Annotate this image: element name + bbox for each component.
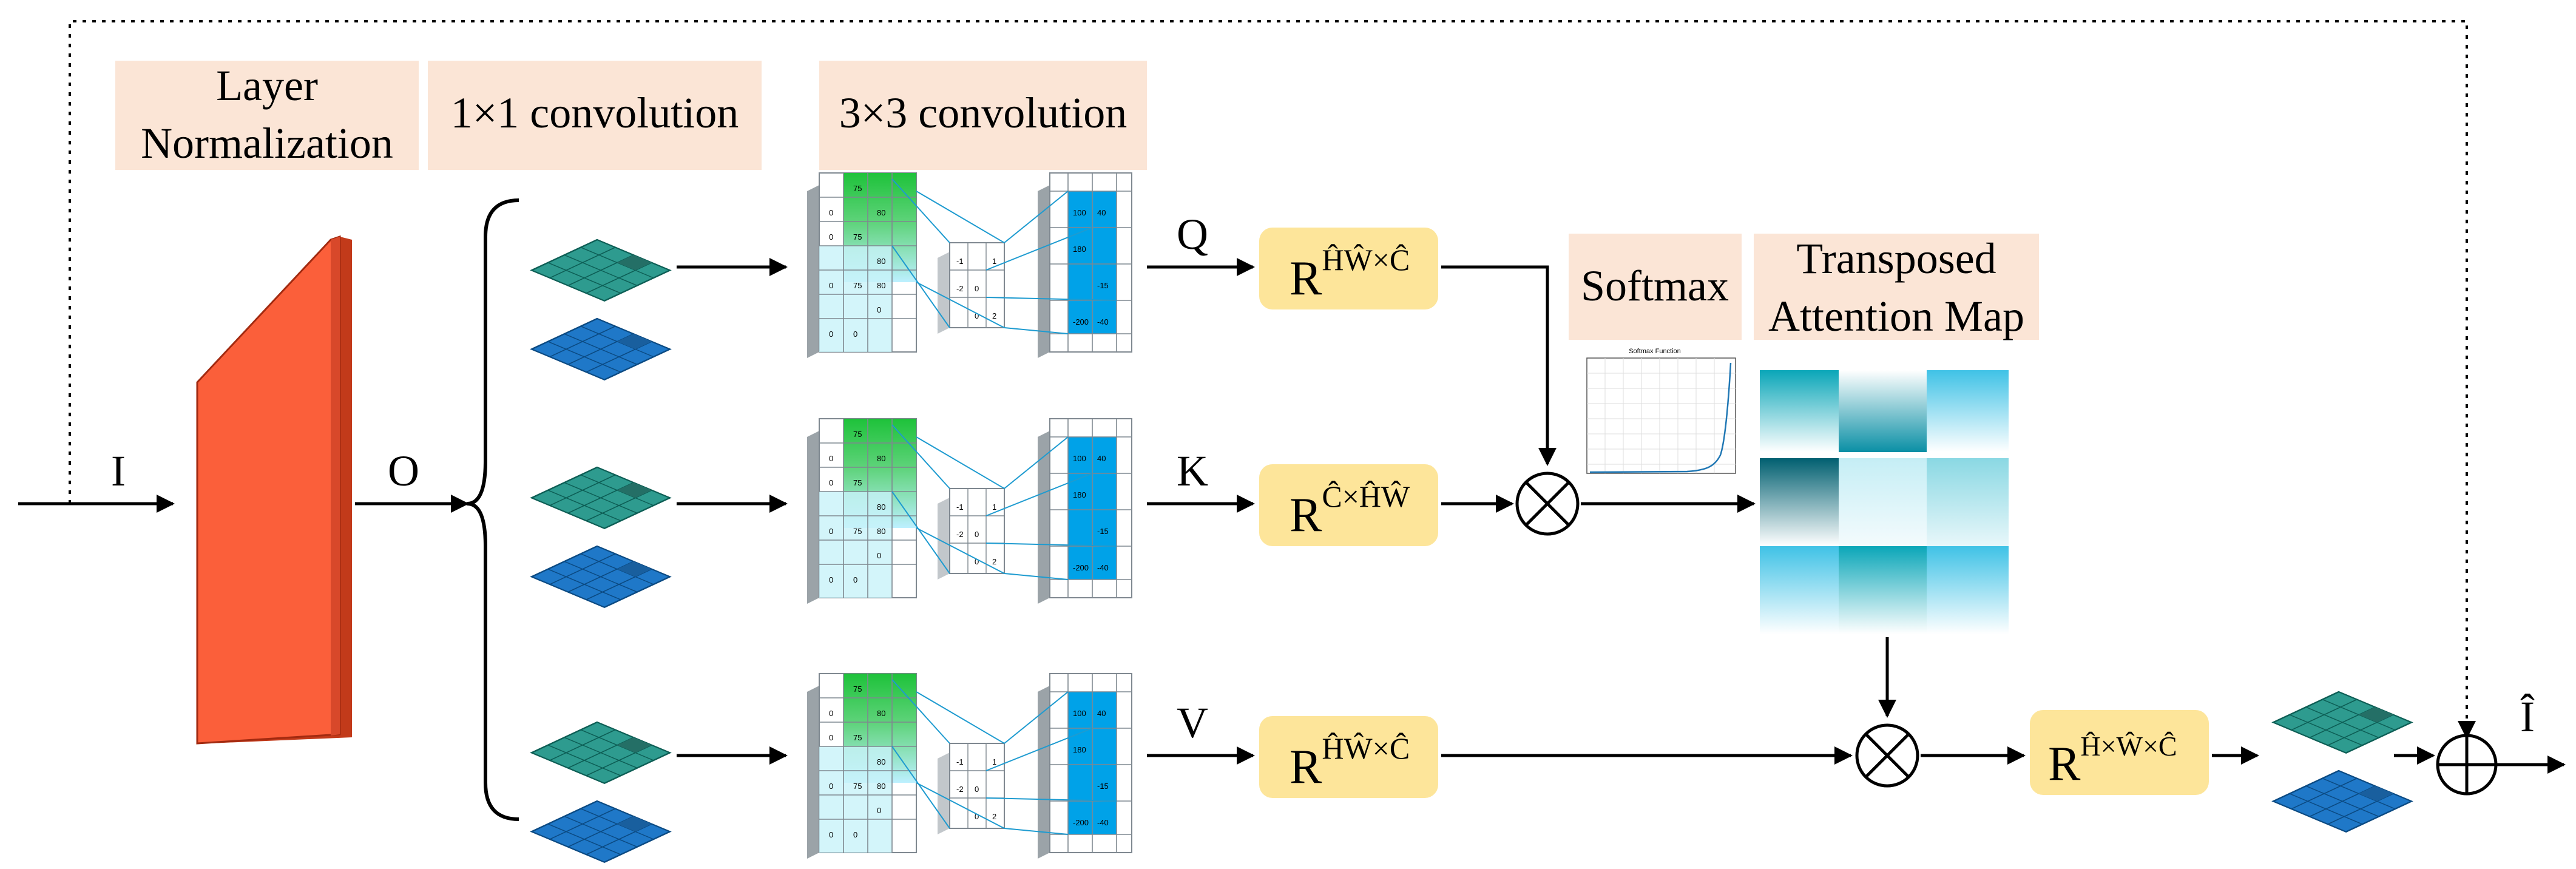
svg-text:RĤŴ×Ĉ: RĤŴ×Ĉ xyxy=(1290,243,1410,305)
attention-map-label-line1: Transposed xyxy=(1796,234,1996,283)
input-symbol: I xyxy=(111,447,126,495)
q-tensor-sup: ĤŴ×Ĉ xyxy=(1322,243,1410,277)
q-tensor-box: RĤŴ×Ĉ xyxy=(1259,228,1438,309)
add-op xyxy=(2436,734,2498,796)
attn-cell xyxy=(1927,546,2009,634)
out-tensor-box: RĤ×Ŵ×Ĉ xyxy=(2030,710,2209,795)
softmax-plot: Softmax Function xyxy=(1569,346,1742,479)
attn-cell xyxy=(1839,370,1927,452)
out-tensor-sup: Ĥ×Ŵ×Ĉ xyxy=(2080,731,2177,762)
attn-cell xyxy=(1927,370,2009,452)
layer-norm-label: Layer Normalization xyxy=(115,61,419,170)
svg-text:RĈ×ĤŴ: RĈ×ĤŴ xyxy=(1290,479,1410,542)
output-symbol: Î xyxy=(2520,692,2535,741)
q-to-multiply-arrow xyxy=(1441,265,1557,466)
q-tensor-base: R xyxy=(1290,252,1322,305)
conv3x3-block-v xyxy=(806,673,1132,859)
o-symbol: O xyxy=(388,447,419,495)
output-conv-icon xyxy=(2272,691,2413,833)
q-symbol: Q xyxy=(1177,210,1208,259)
multiply-op-1 xyxy=(1515,472,1580,536)
conv1x1-icon-k xyxy=(530,466,671,609)
attn-cell xyxy=(1927,458,2009,546)
skip-connection xyxy=(69,20,2476,739)
attn-cell xyxy=(1760,458,1839,546)
split-brace xyxy=(467,198,519,821)
conv3x3-label: 3×3 convolution xyxy=(819,61,1147,170)
layer-norm-block xyxy=(196,235,352,745)
layer-norm-label-line1: Layer xyxy=(216,61,318,110)
softmax-curve xyxy=(1589,362,1732,473)
attn-cell xyxy=(1839,458,1927,546)
conv1x1-icon-v xyxy=(530,721,671,864)
svg-text:RĤŴ×Ĉ: RĤŴ×Ĉ xyxy=(1290,731,1410,794)
multiply-op-2 xyxy=(1855,723,1919,788)
layer-norm-label-line2: Normalization xyxy=(141,119,393,167)
conv1x1-label: 1×1 convolution xyxy=(428,61,762,170)
attn-cell xyxy=(1760,370,1839,452)
k-symbol: K xyxy=(1177,447,1208,495)
k-tensor-base: R xyxy=(1290,489,1322,542)
k-tensor-box: RĈ×ĤŴ xyxy=(1259,464,1438,546)
softmax-label: Softmax xyxy=(1569,234,1742,340)
attn-cell xyxy=(1839,546,1927,634)
attention-map-label-line2: Attention Map xyxy=(1768,292,2024,340)
attention-map xyxy=(1760,370,2009,634)
conv3x3-label-text: 3×3 convolution xyxy=(839,89,1127,137)
out-tensor-base: R xyxy=(2048,737,2081,791)
conv1x1-icon-q xyxy=(530,238,671,381)
conv3x3-block-k xyxy=(806,418,1132,604)
v-tensor-base: R xyxy=(1290,740,1322,794)
svg-text:RĤ×Ŵ×Ĉ: RĤ×Ŵ×Ĉ xyxy=(2048,731,2177,791)
softmax-plot-title: Softmax Function xyxy=(1629,348,1681,355)
v-symbol: V xyxy=(1177,698,1208,747)
attention-map-label: Transposed Attention Map xyxy=(1754,234,2039,340)
conv1x1-label-text: 1×1 convolution xyxy=(451,89,739,137)
k-tensor-sup: Ĉ×ĤŴ xyxy=(1322,479,1410,513)
v-tensor-box: RĤŴ×Ĉ xyxy=(1259,716,1438,798)
conv3x3-block-q xyxy=(806,172,1132,359)
v-tensor-sup: ĤŴ×Ĉ xyxy=(1322,731,1410,765)
attn-cell xyxy=(1760,546,1839,634)
softmax-label-text: Softmax xyxy=(1581,262,1729,310)
